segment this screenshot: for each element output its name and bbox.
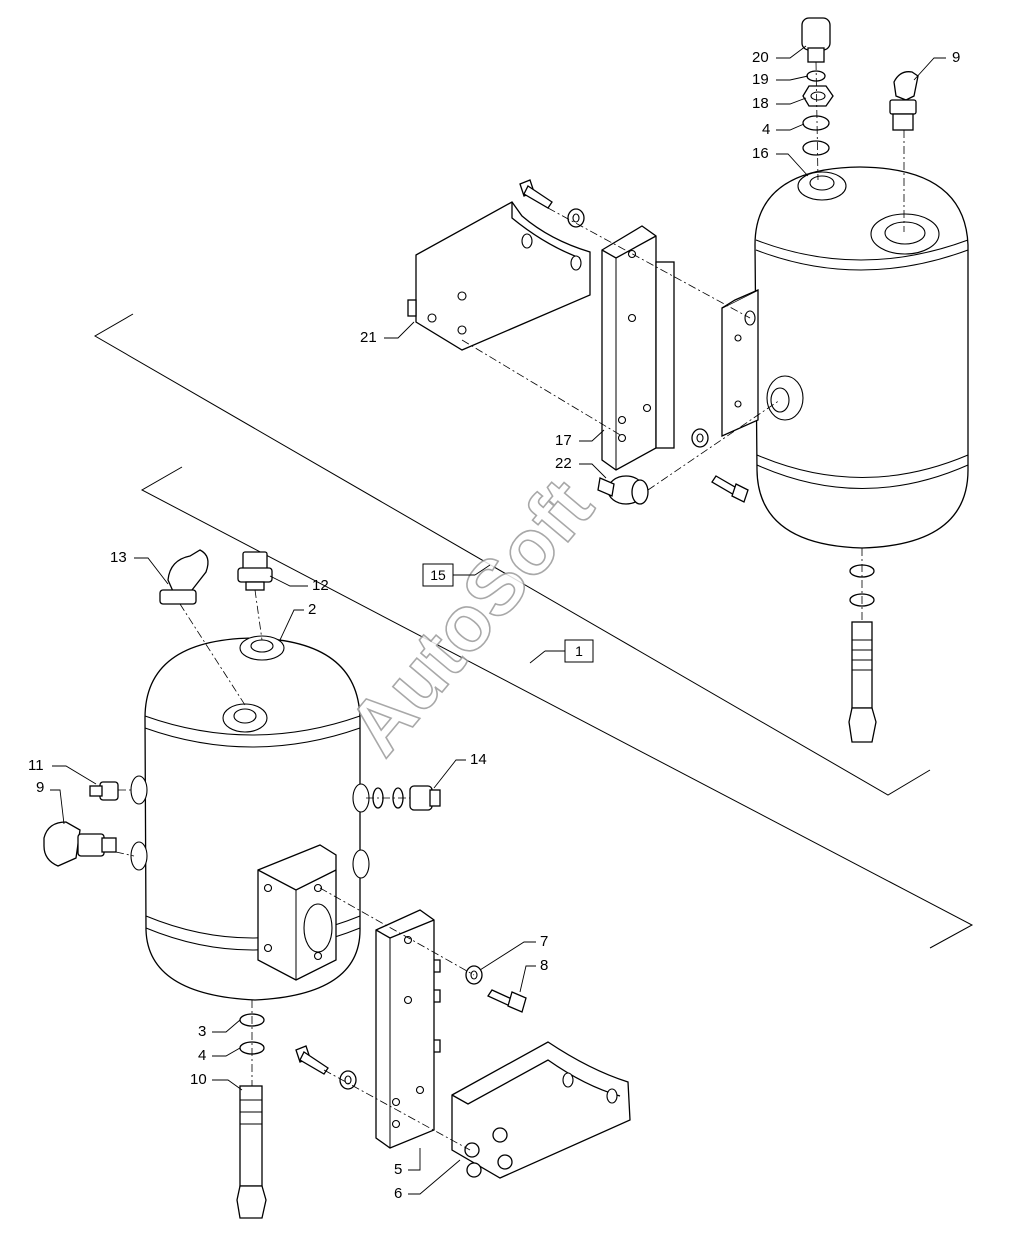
upper-centerlines xyxy=(461,61,905,620)
callout-13: 13 xyxy=(110,549,127,566)
assembly-label-15: 15 xyxy=(422,563,491,587)
plug-11 xyxy=(89,781,119,801)
drain-valve-22 xyxy=(597,475,649,505)
sensor-20 xyxy=(801,17,831,63)
fitting-12 xyxy=(237,551,273,591)
callout-6: 6 xyxy=(394,1185,402,1202)
callout-8: 8 xyxy=(540,957,548,974)
callout-17: 17 xyxy=(555,432,572,449)
callout-21: 21 xyxy=(360,329,377,346)
upper-drain-rod xyxy=(848,564,877,743)
spacer-plate-17 xyxy=(601,225,675,471)
callout-3: 3 xyxy=(198,1023,206,1040)
assembly-label-1: 1 xyxy=(529,639,594,664)
callout-16: 16 xyxy=(752,145,769,162)
assembly-label-15-text: 15 xyxy=(430,567,446,583)
lower-left-bolt-washer xyxy=(295,1045,357,1090)
bolt-8 xyxy=(487,989,527,1013)
elbow-fitting-9-top xyxy=(889,71,919,131)
callout-4-bottom: 4 xyxy=(198,1047,206,1064)
lower-air-tank xyxy=(130,635,370,1001)
upper-assembly-frame xyxy=(94,313,931,796)
elbow-fitting-13 xyxy=(159,549,209,605)
watermark-text: AutoSoft xyxy=(331,462,610,771)
bracket-plate-6 xyxy=(451,1041,631,1179)
upper-air-tank xyxy=(721,166,969,549)
callout-2: 2 xyxy=(308,601,316,618)
bracket-plate-21 xyxy=(407,201,591,351)
upper-bolts-washers xyxy=(519,179,749,503)
lower-drain-rod xyxy=(236,1013,267,1219)
callout-9-top: 9 xyxy=(952,49,960,66)
callout-14: 14 xyxy=(470,751,487,768)
assembly-label-1-text: 1 xyxy=(575,643,583,659)
nut-18 xyxy=(802,85,834,107)
callout-7: 7 xyxy=(540,933,548,950)
callout-19: 19 xyxy=(752,71,769,88)
lower-assembly-frame xyxy=(140,466,974,949)
callout-18: 18 xyxy=(752,95,769,112)
callout-4-top: 4 xyxy=(762,121,770,138)
elbow-fitting-9-left xyxy=(43,821,117,867)
callout-10: 10 xyxy=(190,1071,207,1088)
callout-22: 22 xyxy=(555,455,572,472)
spacer-plate-5 xyxy=(375,909,441,1149)
watermark: AutoSoft xyxy=(330,461,611,771)
callouts: 20 19 18 4 16 9 21 17 22 13 12 2 11 9 14… xyxy=(28,45,960,1202)
callout-11: 11 xyxy=(28,757,44,774)
callout-9-left: 9 xyxy=(36,779,44,796)
callout-20: 20 xyxy=(752,49,769,66)
o-ring-4-top xyxy=(802,115,830,156)
lower-centerlines xyxy=(115,589,475,1151)
callout-5: 5 xyxy=(394,1161,402,1178)
callout-12: 12 xyxy=(312,577,329,594)
